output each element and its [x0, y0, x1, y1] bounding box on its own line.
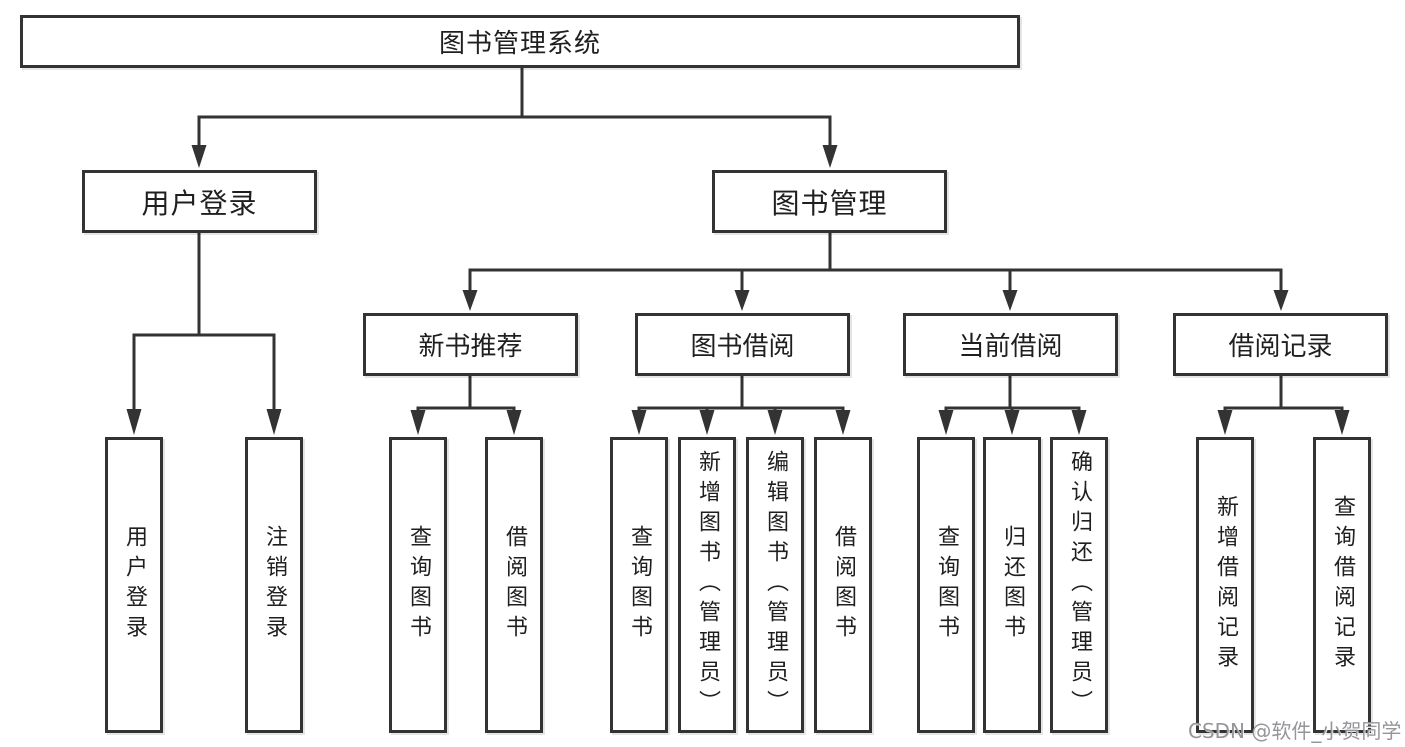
node-label: 图书管理系统 — [438, 29, 601, 59]
node-label: 新书推荐 — [418, 332, 523, 362]
leaf-query-book-recommend: 查询图书 — [389, 437, 447, 733]
node-borrowing-records: 借阅记录 — [1173, 313, 1388, 376]
node-label: 用户登录 — [141, 186, 258, 220]
leaf-borrow-book-recommend: 借阅图书 — [485, 437, 543, 733]
node-label: 借阅记录 — [1228, 332, 1333, 362]
leaf-logout: 注销登录 — [245, 437, 303, 733]
leaf-edit-book-admin: 编辑图书（管理员） — [746, 437, 804, 733]
node-new-book-recommendation: 新书推荐 — [363, 313, 578, 376]
leaf-user-login: 用户登录 — [105, 437, 163, 733]
node-library-management-system: 图书管理系统 — [20, 15, 1020, 68]
leaf-label: 确认归还（管理员） — [1067, 450, 1092, 720]
leaf-label: 新增借阅记录 — [1213, 495, 1238, 675]
leaf-label: 注销登录 — [262, 525, 287, 645]
leaf-label: 借阅图书 — [502, 525, 527, 645]
node-label: 当前借阅 — [958, 332, 1063, 362]
leaf-add-borrow-record: 新增借阅记录 — [1196, 437, 1254, 733]
leaf-query-book-current: 查询图书 — [917, 437, 975, 733]
leaf-add-book-admin: 新增图书（管理员） — [678, 437, 736, 733]
leaf-label: 借阅图书 — [831, 525, 856, 645]
node-user-login-branch: 用户登录 — [82, 170, 317, 233]
leaf-label: 查询图书 — [934, 525, 959, 645]
leaf-label: 归还图书 — [1000, 525, 1025, 645]
node-label: 图书借阅 — [690, 332, 795, 362]
node-book-borrowing: 图书借阅 — [635, 313, 850, 376]
leaf-label: 查询图书 — [406, 525, 431, 645]
leaf-label: 查询图书 — [627, 525, 652, 645]
leaf-label: 编辑图书（管理员） — [763, 450, 788, 720]
node-book-management-branch: 图书管理 — [712, 170, 947, 233]
leaf-return-book: 归还图书 — [983, 437, 1041, 733]
node-label: 图书管理 — [771, 186, 888, 220]
leaf-confirm-return-admin: 确认归还（管理员） — [1050, 437, 1108, 733]
leaf-label: 新增图书（管理员） — [695, 450, 720, 720]
csdn-watermark: CSDN @软件_小贺同学 — [1188, 719, 1402, 743]
leaf-query-borrow-record: 查询借阅记录 — [1313, 437, 1371, 733]
leaf-query-book-borrowing: 查询图书 — [610, 437, 668, 733]
leaf-label: 查询借阅记录 — [1330, 495, 1355, 675]
leaf-borrow-book: 借阅图书 — [814, 437, 872, 733]
node-current-borrowing: 当前借阅 — [903, 313, 1118, 376]
leaf-label: 用户登录 — [122, 525, 147, 645]
